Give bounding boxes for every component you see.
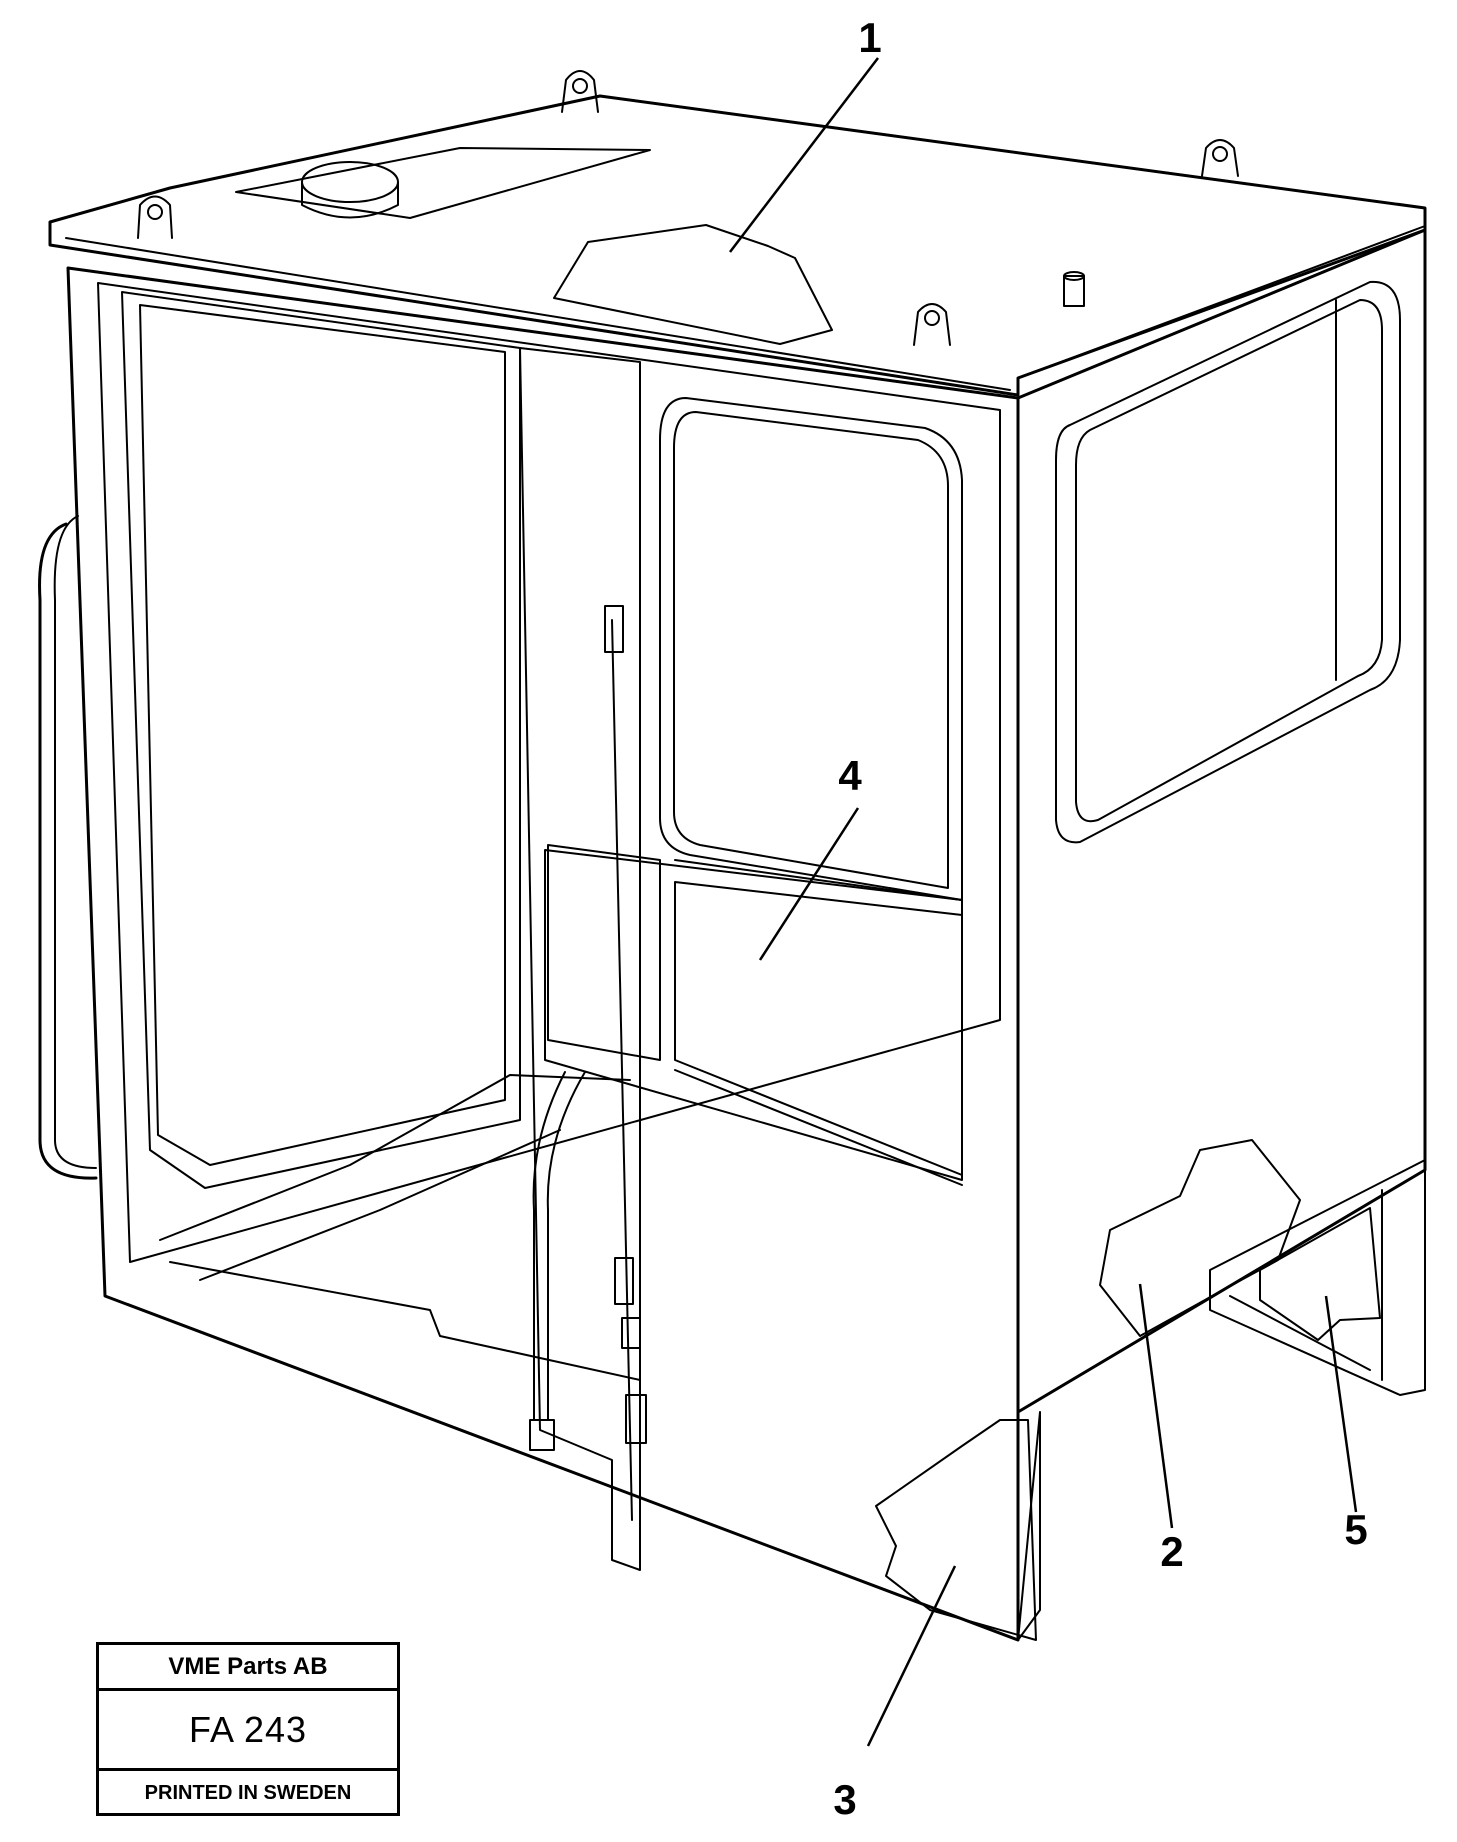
part-5-step-panel [1259, 1207, 1381, 1341]
cab-side-face [1016, 228, 1427, 1641]
part-2-side-panel [1099, 1139, 1301, 1337]
callout-3: 3 [833, 1776, 856, 1823]
lifting-eye-1 [137, 195, 173, 239]
lifting-eye-4 [913, 303, 951, 346]
lifting-eye-3 [1201, 139, 1239, 177]
lifting-eye-2 [561, 70, 599, 113]
drawing-code: FA 243 [99, 1691, 397, 1771]
callout-1: 1 [858, 14, 881, 61]
part-1-roof-panel [553, 224, 833, 345]
leader-5 [1324, 1295, 1358, 1513]
callout-2: 2 [1160, 1528, 1183, 1575]
company-name: VME Parts AB [99, 1645, 397, 1691]
leader-1 [729, 57, 879, 253]
leader-3 [866, 1565, 957, 1747]
part-4-back-panel [547, 844, 661, 1061]
leader-2 [1138, 1283, 1174, 1529]
rear-window [659, 397, 963, 901]
printed-note: PRINTED IN SWEDEN [144, 1782, 352, 1804]
callout-4: 4 [838, 752, 862, 799]
cab-front-face [38, 266, 1020, 1642]
leader-4 [758, 807, 860, 961]
part-3-corner-panel [875, 1419, 1037, 1641]
callout-5: 5 [1344, 1506, 1367, 1553]
title-block: VME Parts AB FA 243 PRINTED IN SWEDEN [96, 1642, 400, 1816]
cab-roof [48, 70, 1427, 397]
